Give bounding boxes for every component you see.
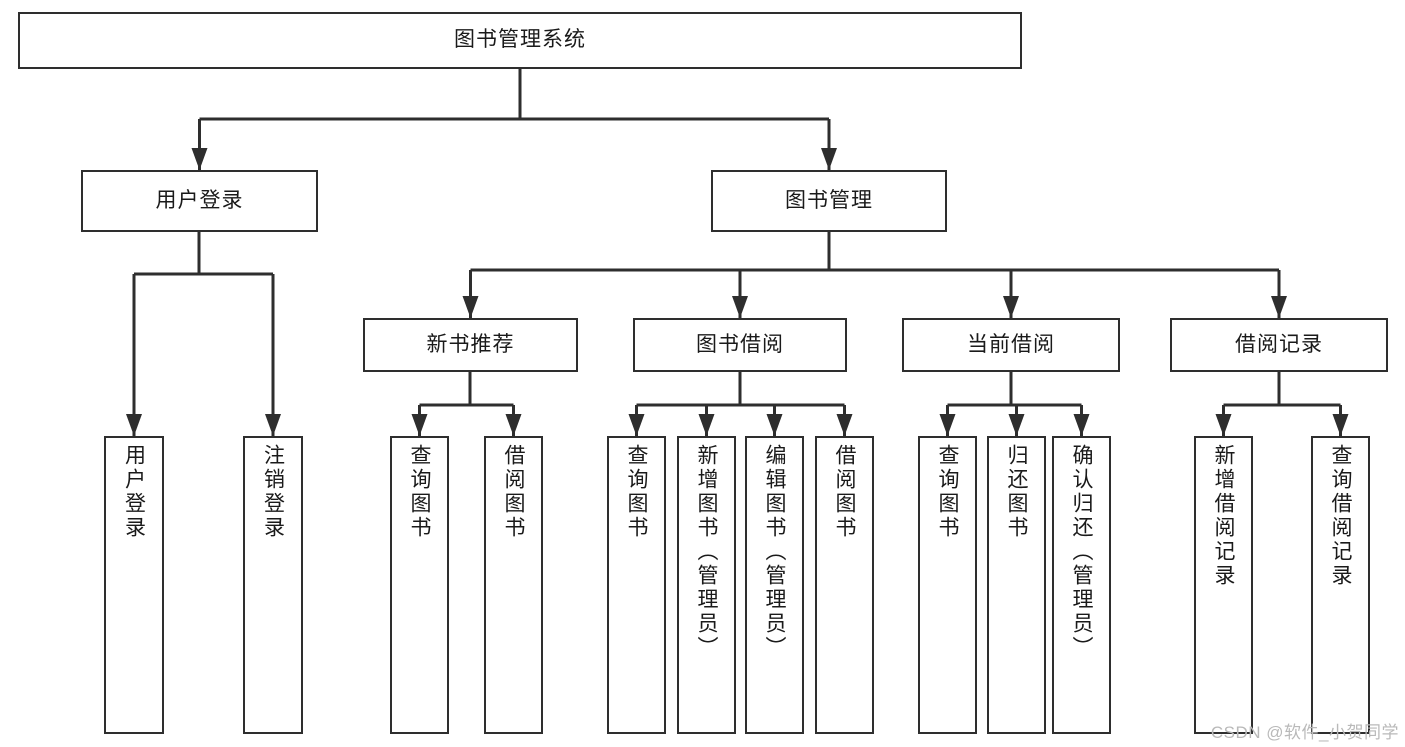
node-leaf-query-book-2[interactable]: 查询图书	[607, 436, 666, 734]
node-leaf-user-logout[interactable]: 注销登录	[243, 436, 303, 734]
node-leaf-user-logout-label: 注销登录	[261, 444, 285, 540]
node-new-book-recommend[interactable]: 新书推荐	[363, 318, 578, 372]
node-leaf-query-book-3-label: 查询图书	[936, 444, 959, 540]
node-leaf-borrow-book-2-label: 借阅图书	[833, 444, 856, 540]
node-user-login[interactable]: 用户登录	[81, 170, 318, 232]
node-leaf-add-book-admin[interactable]: 新增图书（管理员）	[677, 436, 736, 734]
node-leaf-edit-book-admin-label: 编辑图书（管理员）	[763, 444, 786, 660]
node-current-borrow[interactable]: 当前借阅	[902, 318, 1120, 372]
node-leaf-add-borrow-record-label: 新增借阅记录	[1212, 444, 1235, 588]
node-book-manage[interactable]: 图书管理	[711, 170, 947, 232]
node-leaf-query-borrow-record-label: 查询借阅记录	[1329, 444, 1352, 588]
node-current-borrow-label: 当前借阅	[967, 332, 1055, 356]
node-borrow-record-label: 借阅记录	[1235, 332, 1323, 356]
node-leaf-query-book-2-label: 查询图书	[625, 444, 648, 540]
node-borrow-record[interactable]: 借阅记录	[1170, 318, 1388, 372]
node-root[interactable]: 图书管理系统	[18, 12, 1022, 69]
node-leaf-borrow-book-2[interactable]: 借阅图书	[815, 436, 874, 734]
node-leaf-borrow-book-1-label: 借阅图书	[502, 444, 525, 540]
node-leaf-return-book[interactable]: 归还图书	[987, 436, 1046, 734]
node-leaf-user-login[interactable]: 用户登录	[104, 436, 164, 734]
node-leaf-return-book-label: 归还图书	[1005, 444, 1028, 540]
node-leaf-add-book-admin-label: 新增图书（管理员）	[695, 444, 718, 660]
node-leaf-add-borrow-record[interactable]: 新增借阅记录	[1194, 436, 1253, 734]
node-leaf-confirm-return-admin[interactable]: 确认归还（管理员）	[1052, 436, 1111, 734]
node-leaf-query-book-1[interactable]: 查询图书	[390, 436, 449, 734]
node-new-book-recommend-label: 新书推荐	[426, 332, 515, 356]
node-leaf-confirm-return-admin-label: 确认归还（管理员）	[1070, 444, 1093, 660]
node-leaf-edit-book-admin[interactable]: 编辑图书（管理员）	[745, 436, 804, 734]
node-book-borrow-label: 图书借阅	[696, 332, 784, 356]
node-leaf-borrow-book-1[interactable]: 借阅图书	[484, 436, 543, 734]
node-book-borrow[interactable]: 图书借阅	[633, 318, 847, 372]
node-leaf-user-login-label: 用户登录	[122, 444, 146, 540]
node-book-manage-label: 图书管理	[785, 188, 873, 212]
node-leaf-query-book-1-label: 查询图书	[408, 444, 431, 540]
node-root-label: 图书管理系统	[454, 28, 586, 52]
node-leaf-query-book-3[interactable]: 查询图书	[918, 436, 977, 734]
node-user-login-label: 用户登录	[155, 188, 244, 212]
node-leaf-query-borrow-record[interactable]: 查询借阅记录	[1311, 436, 1370, 734]
